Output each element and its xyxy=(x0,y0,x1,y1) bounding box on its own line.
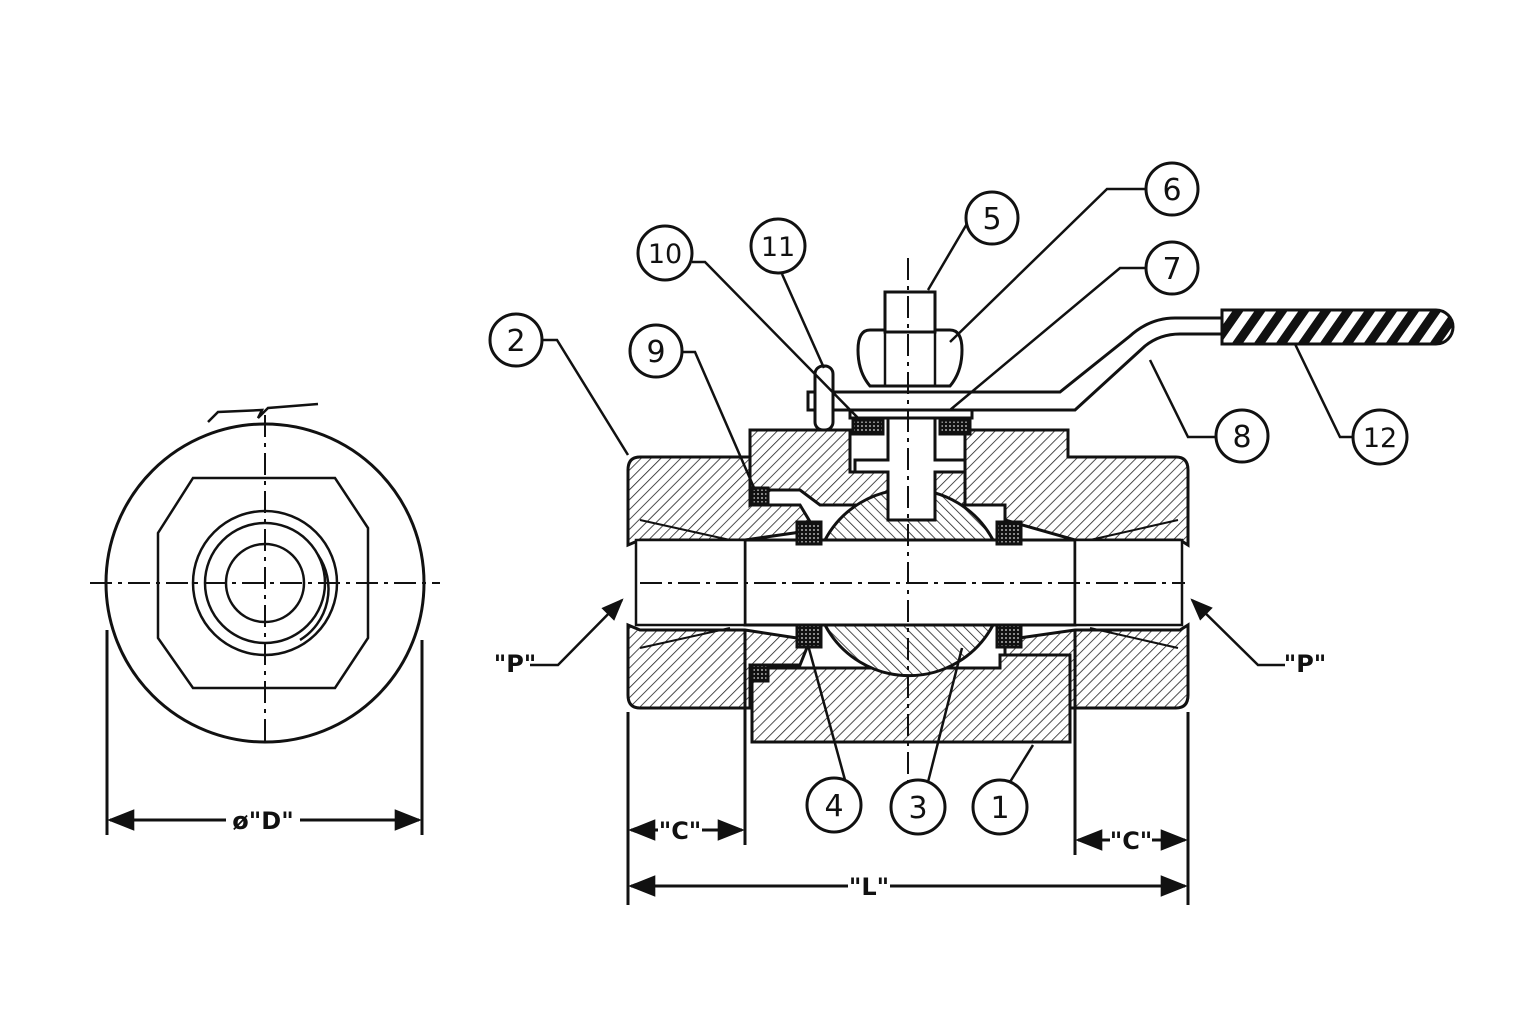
callout-3-label: 3 xyxy=(908,791,927,826)
callout-leaders xyxy=(542,187,1353,783)
leader-10 xyxy=(692,260,861,421)
callout-2-circle xyxy=(488,312,544,368)
section-view xyxy=(530,258,1455,905)
body-seal-bottom xyxy=(750,663,770,683)
dim-label-socket-left: "C" xyxy=(659,817,702,845)
body-bottom xyxy=(750,653,1072,744)
callout-7-circle xyxy=(1144,240,1200,296)
callout-bubbles xyxy=(488,161,1409,836)
dim-label-length: "L" xyxy=(849,873,889,901)
callout-1-circle xyxy=(971,778,1029,836)
body-seal-top xyxy=(750,486,770,506)
leader-6 xyxy=(949,187,1146,343)
callout-4-circle xyxy=(805,776,863,834)
end-view xyxy=(90,402,440,835)
socket-right xyxy=(1073,538,1184,627)
callout-6-circle xyxy=(1144,161,1200,217)
seat-bottom-left xyxy=(795,623,823,649)
dim-label-socket-right: "C" xyxy=(1110,827,1153,855)
callout-4-label: 4 xyxy=(824,789,843,824)
socket-left-taper-top xyxy=(639,519,731,541)
callout-11-label: 11 xyxy=(761,232,795,263)
leader-8 xyxy=(1148,359,1216,439)
stem-top xyxy=(883,290,937,334)
leader-4 xyxy=(806,644,847,781)
callout-9-circle xyxy=(628,323,684,379)
leader-5 xyxy=(926,221,970,291)
seat-bottom-right xyxy=(995,623,1023,649)
stem-packing-right xyxy=(938,418,972,436)
dim-label-port-left: "P" xyxy=(494,650,537,678)
stem-nut xyxy=(856,328,964,388)
dim-label-diameter: ø"D" xyxy=(232,807,293,835)
callout-12-label: 12 xyxy=(1363,423,1397,454)
callout-7-label: 7 xyxy=(1162,252,1181,287)
callout-8-circle xyxy=(1214,408,1270,464)
leader-3 xyxy=(926,647,964,783)
leader-9 xyxy=(682,350,757,491)
seat-top-right xyxy=(995,520,1023,546)
leader-1 xyxy=(1008,744,1035,783)
leader-12 xyxy=(1293,343,1353,439)
leader-7 xyxy=(949,266,1146,411)
callout-12-circle xyxy=(1351,408,1409,466)
callout-3-circle xyxy=(889,778,947,836)
callout-1-label: 1 xyxy=(990,791,1009,826)
leader-11 xyxy=(780,273,826,369)
callout-10-label: 10 xyxy=(648,239,682,270)
handle-grip xyxy=(1220,308,1455,346)
callout-8-label: 8 xyxy=(1232,420,1251,455)
callout-labels: 1 2 3 4 5 6 7 8 9 10 11 12 xyxy=(506,173,1397,826)
leader-P-left xyxy=(530,598,624,667)
leader-2 xyxy=(542,338,630,456)
callout-5-circle xyxy=(964,190,1020,246)
callout-5-label: 5 xyxy=(982,202,1001,237)
end-view-handle-sketch xyxy=(207,402,319,423)
dim-label-port-right: "P" xyxy=(1284,650,1327,678)
callout-10-circle xyxy=(636,224,694,282)
socket-right-taper-top xyxy=(1089,519,1179,541)
callout-11-circle xyxy=(749,217,807,275)
end-cap-right-top xyxy=(963,428,1190,548)
stem-packing-left xyxy=(851,418,885,436)
leader-P-right xyxy=(1190,598,1285,667)
end-view-thread-arc xyxy=(299,554,330,642)
callout-6-label: 6 xyxy=(1162,173,1181,208)
end-view-hex-flats xyxy=(156,476,370,690)
socket-left-taper-bottom xyxy=(639,627,731,649)
seat-top-left xyxy=(795,520,823,546)
callout-9-label: 9 xyxy=(646,335,665,370)
callout-2-label: 2 xyxy=(506,324,525,359)
socket-right-taper-bottom xyxy=(1089,627,1179,649)
